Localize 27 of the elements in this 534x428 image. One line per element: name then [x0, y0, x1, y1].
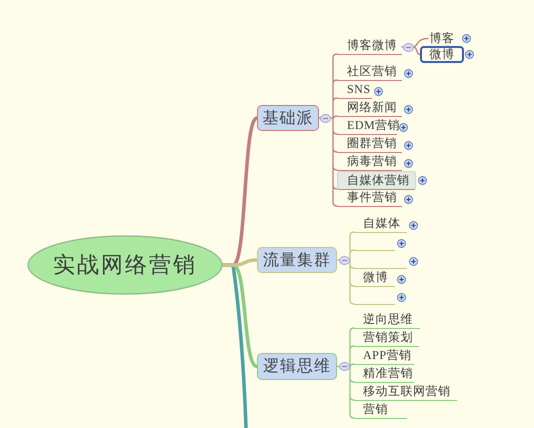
- subtopic: EDM营销: [337, 118, 397, 135]
- subtopic: 逆向思维: [354, 312, 420, 329]
- topic-box: 逻辑思维: [257, 353, 337, 380]
- topic-box: 基础派: [257, 105, 319, 131]
- highlighted-subtopic: 自媒体营销: [337, 171, 416, 190]
- subtopic: 博客: [428, 31, 456, 46]
- subtopic: 网络新闻: [337, 100, 402, 117]
- branch-line: [354, 248, 395, 251]
- branch-line: [354, 266, 407, 269]
- subtopic: 移动互联网营销: [354, 384, 457, 401]
- subtopic: 微博: [354, 270, 395, 287]
- subtopic: 社区营销: [337, 64, 402, 81]
- central-topic-ellipse: 实战网络营销: [27, 235, 223, 295]
- subtopic: 博客微博: [337, 38, 402, 55]
- subtopic: 圈群营销: [337, 136, 402, 153]
- subtopic: 精准营销: [354, 366, 414, 383]
- subtopic: 营销策划: [354, 330, 419, 347]
- subtopic: 事件营销: [337, 190, 402, 207]
- connector-line: [318, 53, 338, 207]
- topic-box: 流量集群: [257, 247, 337, 273]
- branch-line: [354, 302, 395, 305]
- subtopic: 营销: [354, 402, 407, 419]
- selected-topic-box: 微博: [420, 46, 464, 63]
- subtopic: SNS: [337, 82, 372, 99]
- subtopic: APP营销: [354, 348, 414, 365]
- subtopic: 自媒体: [354, 216, 407, 233]
- connector-line: [221, 258, 259, 267]
